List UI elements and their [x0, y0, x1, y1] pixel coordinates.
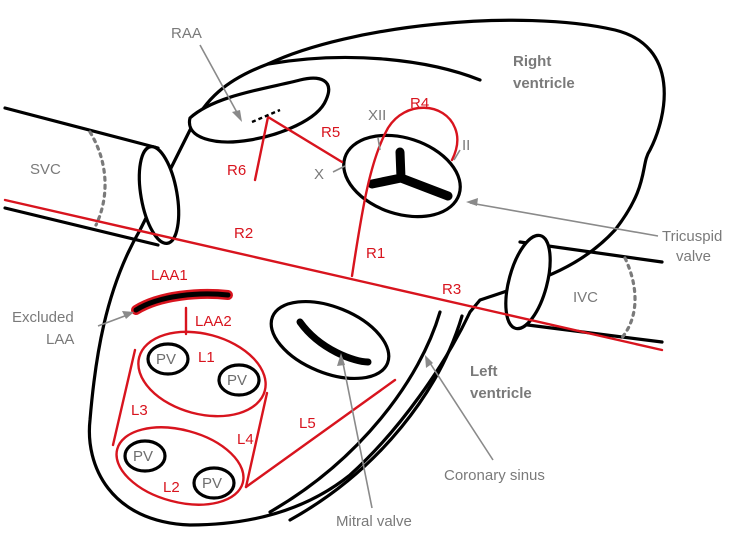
- arrow-tricuspid: [466, 198, 478, 206]
- label-tricuspid-2: valve: [676, 248, 711, 265]
- label-pv-3: PV: [133, 448, 153, 465]
- label-left-ventricle-1: Left: [470, 363, 498, 380]
- lesion-r6-line: [253, 115, 344, 182]
- label-coronary-sinus: Coronary sinus: [444, 467, 545, 484]
- lesion-label-l1: L1: [198, 349, 215, 366]
- left-ventricle-curve: [288, 314, 464, 522]
- ventricle-curve: [266, 55, 482, 82]
- pointer-ii: [453, 149, 461, 161]
- raa-cut-mark: [251, 108, 281, 124]
- pv-oval-2: [217, 363, 261, 397]
- svc-opening: [137, 145, 181, 245]
- tricuspid-leaflets: [367, 147, 453, 201]
- label-pv-4: PV: [202, 475, 222, 492]
- arrow-excluded: [122, 311, 134, 319]
- label-left-ventricle-2: ventricle: [470, 385, 532, 402]
- raa-appendage: [187, 76, 331, 144]
- excluded-laa-clip-inner: [133, 291, 231, 313]
- lesion-r2-r3-line: [3, 198, 664, 352]
- lesion-label-r5: R5: [321, 124, 340, 141]
- lesion-r1-r4-line: [350, 106, 459, 278]
- svc-tube-bottom: [3, 206, 160, 247]
- lesion-l3-line: [111, 348, 137, 447]
- lesion-label-laa2: LAA2: [195, 313, 232, 330]
- label-ii: II: [462, 137, 470, 154]
- lesion-label-r2: R2: [234, 225, 253, 242]
- label-right-ventricle-1: Right: [513, 53, 551, 70]
- label-raa: RAA: [171, 25, 202, 42]
- label-right-ventricle-2: ventricle: [513, 75, 575, 92]
- label-pv-2: PV: [227, 372, 247, 389]
- svc-dotted: [88, 130, 107, 227]
- lesion-label-r6: R6: [227, 162, 246, 179]
- lesion-label-laa1: LAA1: [151, 267, 188, 284]
- label-ivc: IVC: [573, 289, 598, 306]
- svc-tube-top: [3, 106, 160, 150]
- label-x: X: [314, 166, 324, 183]
- pv-oval-4: [192, 466, 236, 500]
- lesion-label-r1: R1: [366, 245, 385, 262]
- ivc-dotted: [618, 256, 637, 342]
- label-svc: SVC: [30, 161, 61, 178]
- label-tricuspid-1: Tricuspid: [662, 228, 722, 245]
- arrow-coronary: [425, 355, 433, 368]
- pv-oval-3: [123, 439, 167, 473]
- label-xii: XII: [368, 107, 386, 124]
- label-excluded-1: Excluded: [12, 309, 74, 326]
- pointer-coronary: [427, 359, 494, 461]
- mitral-leaflet: [296, 318, 372, 366]
- pointer-tricuspid: [469, 202, 659, 237]
- pointer-x: [332, 165, 346, 173]
- lesion-label-r4: R4: [410, 95, 429, 112]
- pv-oval-1: [146, 342, 190, 376]
- pointer-raa: [199, 44, 241, 119]
- lesion-l5-line: [244, 378, 397, 489]
- lesion-l4-line: [244, 391, 269, 489]
- arrow-mitral: [337, 353, 345, 366]
- ivc-opening: [504, 233, 552, 331]
- coronary-sinus-curve: [268, 310, 442, 514]
- lesion-label-l3: L3: [131, 402, 148, 419]
- lesion-label-l2: L2: [163, 479, 180, 496]
- arrow-raa: [232, 110, 242, 122]
- label-mitral-valve: Mitral valve: [336, 513, 412, 530]
- label-excluded-2: LAA: [46, 331, 74, 348]
- pointer-mitral: [341, 357, 373, 509]
- lesion-label-l4: L4: [237, 431, 254, 448]
- pointer-xii: [377, 137, 381, 151]
- label-pv-1: PV: [156, 351, 176, 368]
- lesion-label-l5: L5: [299, 415, 316, 432]
- lesion-label-r3: R3: [442, 281, 461, 298]
